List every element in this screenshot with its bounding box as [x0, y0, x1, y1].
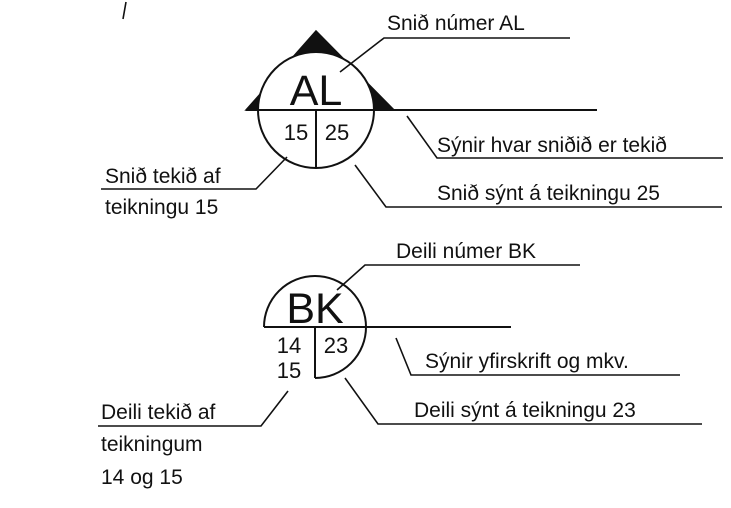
section-sheet-shown-text: 25: [325, 120, 349, 145]
section-taken-label-line2: teikningu 15: [105, 196, 218, 219]
detail-taken-label-line1: Deili tekið af: [101, 401, 216, 424]
section-direction-leader: [406, 115, 723, 159]
section-number-label: Snið númer AL: [387, 12, 525, 35]
detail-sheet-shown-text: 23: [324, 333, 348, 358]
section-number-leader: [339, 37, 570, 73]
detail-sheet-taken-1-text: 14: [277, 333, 301, 358]
detail-shown-leader: [344, 377, 702, 425]
detail-sheet-taken-2-text: 15: [277, 358, 301, 383]
section-sheet-taken-text: 15: [284, 120, 308, 145]
detail-taken-label-line2: teikningum: [101, 433, 203, 456]
section-taken-leader: [101, 156, 288, 190]
detail-marker-upper-arc: [263, 275, 367, 328]
section-annotations: Snið númer AL Sýnir hvar sniðið er tekið…: [101, 12, 723, 219]
section-taken-label-line1: Snið tekið af: [105, 165, 221, 188]
section-marker: AL 15 25: [244, 29, 597, 169]
section-shown-leader: [354, 164, 722, 208]
section-id-text: AL: [290, 67, 343, 115]
section-shown-label: Snið sýnt á teikningu 25: [437, 182, 660, 205]
detail-number-leader: [336, 264, 580, 291]
detail-annotations: Deili númer BK Sýnir yfirskrift og mkv. …: [98, 240, 702, 489]
detail-title-leader: [395, 337, 680, 376]
detail-marker: BK 14 15 23: [263, 275, 511, 383]
detail-taken-leader: [98, 390, 289, 427]
corner-tick-mark: [122, 1, 127, 20]
detail-id-text: BK: [286, 285, 344, 333]
detail-title-label: Sýnir yfirskrift og mkv.: [425, 350, 629, 373]
detail-number-label: Deili númer BK: [396, 240, 536, 263]
detail-shown-label: Deili sýnt á teikningu 23: [414, 399, 636, 422]
section-direction-label: Sýnir hvar sniðið er tekið: [437, 134, 667, 157]
detail-marker-lower-arc: [314, 326, 367, 379]
detail-taken-label-line3: 14 og 15: [101, 466, 183, 489]
